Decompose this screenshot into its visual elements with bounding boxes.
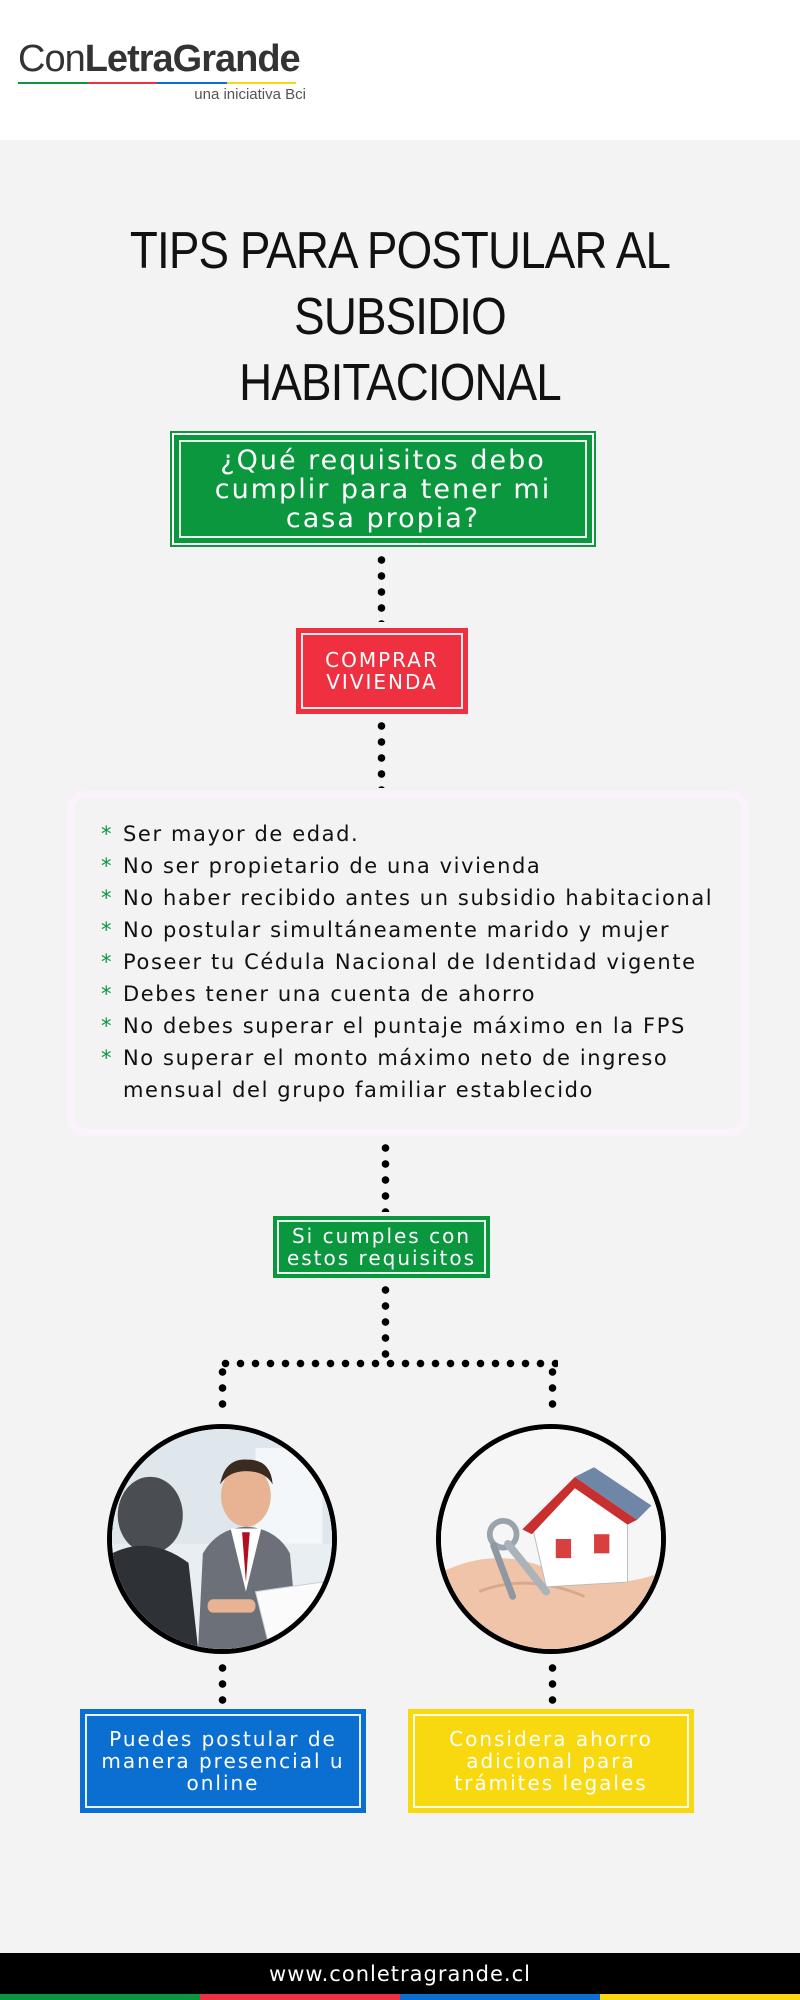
person-icon (112, 1429, 332, 1649)
stripe-yellow (600, 1994, 800, 2000)
list-item: *Debes tener una cuenta de ahorro (101, 982, 537, 1006)
footer-color-stripe (0, 1994, 800, 2000)
header: ConLetraGrande una iniciativa Bci (0, 0, 800, 140)
logo-color-line (18, 82, 296, 86)
connector-dots (377, 718, 386, 788)
connector-dots (218, 1364, 227, 1416)
connector-dots (548, 1364, 557, 1416)
list-item: *No postular simultáneamente marido y mu… (101, 918, 671, 942)
stripe-blue (400, 1994, 600, 2000)
comprar-vivienda-box: COMPRAR VIVIENDA (296, 628, 468, 714)
requirements-card: *Ser mayor de edad. *No ser propietario … (67, 791, 749, 1136)
connector-dots (218, 1660, 227, 1704)
list-item-continuation: mensual del grupo familiar establecido (123, 1078, 595, 1102)
logo-wordmark: ConLetraGrande (18, 38, 301, 80)
si-cumples-box: Si cumples con estos requisitos (273, 1216, 490, 1278)
question-box: ¿Qué requisitos debo cumplir para tener … (170, 431, 596, 547)
list-item: *No haber recibido antes un subsidio hab… (101, 886, 714, 910)
presencial-online-box: Puedes postular de manera presencial u o… (80, 1709, 366, 1813)
list-item: *No superar el monto máximo neto de ingr… (101, 1046, 669, 1070)
page-title: TIPS PARA POSTULAR AL SUBSIDIO HABITACIO… (129, 222, 671, 412)
house-keys-photo (436, 1424, 666, 1654)
list-item: *No debes superar el puntaje máximo en l… (101, 1014, 686, 1038)
connector-dots-horizontal (218, 1359, 558, 1368)
stripe-green (0, 1994, 200, 2000)
businessman-photo (107, 1424, 337, 1654)
logo-tagline: una iniciativa Bci (194, 86, 306, 103)
stripe-red (200, 1994, 400, 2000)
connector-dots (548, 1660, 557, 1704)
footer: www.conletragrande.cl (0, 1953, 800, 2000)
footer-url-link[interactable]: www.conletragrande.cl (269, 1962, 531, 1986)
requirements-list: *Ser mayor de edad. *No ser propietario … (101, 818, 713, 1106)
house-icon (441, 1429, 661, 1649)
connector-dots (381, 1282, 390, 1364)
ahorro-adicional-box: Considera ahorro adicional para trámites… (408, 1709, 694, 1813)
list-item: *Poseer tu Cédula Nacional de Identidad … (101, 950, 697, 974)
connector-dots (381, 1140, 390, 1212)
connector-dots (377, 552, 386, 622)
list-item: *No ser propietario de una vivienda (101, 854, 542, 878)
conletragrande-logo[interactable]: ConLetraGrande una iniciativa Bci (18, 38, 308, 108)
list-item: *Ser mayor de edad. (101, 822, 360, 846)
